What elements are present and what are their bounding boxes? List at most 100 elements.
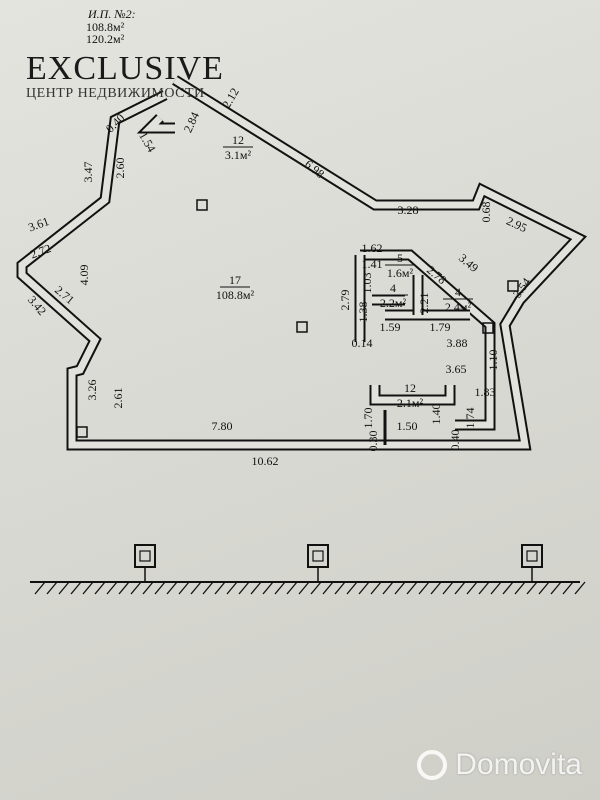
- room-area: 2.4м²: [445, 300, 472, 314]
- bathroom-wall-inner: [360, 251, 494, 429]
- hatch-mark: [214, 581, 226, 595]
- dimension-label: 10.62: [252, 454, 279, 468]
- dimension-label: 3.47: [81, 162, 95, 183]
- dimension-label: 0.14: [352, 336, 373, 350]
- dimension-label: 2.84: [181, 110, 203, 135]
- dimension-label: 4.09: [77, 265, 91, 286]
- dimension-label: 1.10: [486, 350, 500, 371]
- area-main: 108.8м²: [86, 20, 125, 34]
- hatch-mark: [406, 581, 418, 595]
- room-number: 4: [455, 285, 461, 299]
- hatch-mark: [514, 581, 526, 595]
- dimension-label: 2.21: [417, 293, 431, 314]
- hatch-mark: [238, 581, 250, 595]
- dimension-label: 1.79: [430, 320, 451, 334]
- hatch-mark: [346, 581, 358, 595]
- room-area: 108.8м²: [216, 288, 255, 302]
- area-total: 120.2м²: [86, 32, 125, 46]
- room-number: 5: [397, 251, 403, 265]
- brand-subtitle: ЦЕНТР НЕДВИЖИМОСТИ: [26, 86, 205, 101]
- hatch-mark: [250, 581, 262, 595]
- dimension-label: 2.61: [111, 388, 125, 409]
- watermark: Domovita: [417, 748, 582, 782]
- dimension-label: 1.62: [362, 241, 383, 255]
- column-marker: [296, 321, 308, 333]
- hatch-mark: [166, 581, 178, 595]
- hatch-mark: [442, 581, 454, 595]
- dimension-label: 1.74: [463, 408, 477, 429]
- hatch-mark: [154, 581, 166, 595]
- column-marker: [196, 199, 208, 211]
- hatch-mark: [430, 581, 442, 595]
- hatch-mark: [142, 581, 154, 595]
- hatch-mark: [34, 581, 46, 595]
- dimension-label: 2.72: [28, 241, 53, 261]
- hatch-mark: [418, 581, 430, 595]
- dimension-label: 3.28: [398, 203, 419, 217]
- hatch-mark: [190, 581, 202, 595]
- dimension-label: 3.61: [26, 214, 51, 234]
- column-marker: [76, 426, 88, 438]
- hatch-mark: [562, 581, 574, 595]
- brand-logo: EXCLUSIVE ЦЕНТР НЕДВИЖИМОСТИ: [26, 52, 224, 102]
- dimension-label: 3.65: [446, 362, 467, 376]
- room-number: 17: [229, 273, 241, 287]
- hatch-mark: [262, 581, 274, 595]
- hatch-mark: [358, 581, 370, 595]
- entry-wall-inner: [141, 115, 175, 132]
- hatch-mark: [118, 581, 130, 595]
- ground-line: [30, 544, 586, 595]
- dimension-label: 1.59: [380, 320, 401, 334]
- hatch-mark: [94, 581, 106, 595]
- hatch-mark: [70, 581, 82, 595]
- room-labels: 17108.8м²51.6м²42.2м²42.4м²122.1м²123.1м…: [216, 133, 473, 410]
- dimension-label: 3.49: [456, 251, 481, 275]
- hatch-mark: [178, 581, 190, 595]
- room-area: 1.6м²: [387, 266, 414, 280]
- survey-marker-inner: [526, 550, 538, 562]
- dimension-label: 2.79: [338, 290, 352, 311]
- hatch-mark: [574, 581, 586, 595]
- dimension-label: 3.26: [85, 380, 99, 401]
- column-marker: [507, 280, 519, 292]
- survey-marker-icon: [307, 544, 329, 568]
- survey-marker-inner: [312, 550, 324, 562]
- room-number: 12: [232, 133, 244, 147]
- domovita-logo-icon: [417, 750, 448, 780]
- hatch-mark: [526, 581, 538, 595]
- hatch-mark: [478, 581, 490, 595]
- hatch-mark: [82, 581, 94, 595]
- dimension-label: 1.40: [429, 404, 443, 425]
- hatch-mark: [298, 581, 310, 595]
- hatch-mark: [466, 581, 478, 595]
- dimension-label: 7.80: [212, 419, 233, 433]
- hatch-mark: [382, 581, 394, 595]
- hatch-mark: [310, 581, 322, 595]
- hatch-mark: [550, 581, 562, 595]
- hatch-mark: [106, 581, 118, 595]
- dimension-label: 0.40: [448, 430, 462, 451]
- dimension-label: 1.83: [475, 385, 496, 399]
- survey-marker-inner: [139, 550, 151, 562]
- hatch-mark: [490, 581, 502, 595]
- dimension-label: 1.50: [397, 419, 418, 433]
- column-marker: [482, 322, 494, 334]
- hatch-mark: [58, 581, 70, 595]
- hatch-mark: [322, 581, 334, 595]
- survey-marker-icon: [134, 544, 156, 568]
- brand-title: EXCLUSIVE: [26, 50, 224, 87]
- survey-marker-icon: [521, 544, 543, 568]
- plan-ref: И.П. №2:: [87, 7, 136, 21]
- hatch-mark: [394, 581, 406, 595]
- hatch-mark: [226, 581, 238, 595]
- hatch-mark: [130, 581, 142, 595]
- hatch-mark: [46, 581, 58, 595]
- hatch-mark: [286, 581, 298, 595]
- dimension-label: 1.03: [360, 273, 374, 294]
- hatch-mark: [454, 581, 466, 595]
- room-area: 3.1м²: [225, 148, 252, 162]
- room-number: 12: [404, 381, 416, 395]
- hatch-mark: [334, 581, 346, 595]
